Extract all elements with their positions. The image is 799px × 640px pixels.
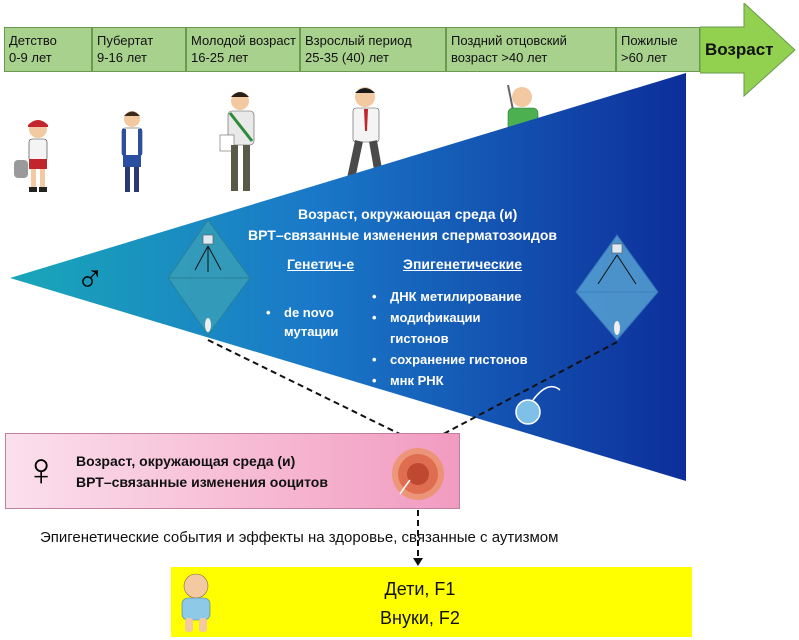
stage-childhood: Детство 0-9 лет <box>4 27 92 72</box>
stage-range: 0-9 лет <box>9 50 52 65</box>
teen-figure-icon <box>121 111 143 192</box>
stage-range: >60 лет <box>621 50 668 65</box>
stage-range: возраст >40 лет <box>451 50 548 65</box>
oocyte-line1: Возраст, окружающая среда (и) <box>76 453 296 469</box>
stage-range: 9-16 лет <box>97 50 147 65</box>
young-man-figure-icon <box>219 92 255 191</box>
offspring-box <box>171 567 692 637</box>
stage-range: 16-25 лет <box>191 50 249 65</box>
child-figure-icon <box>14 120 48 192</box>
stage-name: Пожилые <box>621 33 678 48</box>
stage-young-adult: Молодой возраст 16-25 лет <box>186 27 300 72</box>
oocyte-line2: ВРТ–связанные изменения ооцитов <box>76 474 328 490</box>
stage-range: 25-35 (40) лет <box>305 50 389 65</box>
oocyte-cell-icon <box>392 448 444 500</box>
sperm-title-line2: ВРТ–связанные изменения сперматозоидов <box>248 227 558 243</box>
stage-name: Молодой возраст <box>191 33 297 48</box>
stage-name: Поздний отцовский <box>451 33 567 48</box>
list-item: гистонов <box>390 331 449 346</box>
offspring-line1: Дети, F1 <box>384 579 456 599</box>
stage-name: Взрослый период <box>305 33 412 48</box>
sperm-cell-icon <box>515 385 561 425</box>
stage-name: Пубертат <box>97 33 154 48</box>
female-symbol-icon: ♀ <box>24 443 59 495</box>
age-axis-label: Возраст <box>705 40 774 59</box>
offspring-text: Дети, F1 Внуки, F2 <box>370 575 470 633</box>
epigenetic-heading: Эпигенетические <box>403 256 523 272</box>
genetic-heading: Генетич-е <box>287 256 355 272</box>
male-symbol-icon: ♂ <box>76 257 105 299</box>
sperm-title-line1: Возраст, окружающая среда (и) <box>298 206 518 222</box>
genetic-list: •de novo мутации <box>266 305 339 339</box>
stage-puberty: Пубертат 9-16 лет <box>92 27 186 72</box>
pyramid-left-icon <box>167 219 251 336</box>
baby-icon <box>181 573 211 632</box>
list-item: модификации <box>390 310 481 325</box>
oocyte-box: ♀ Возраст, окружающая среда (и) ВРТ–связ… <box>5 433 460 509</box>
pyramid-right-icon <box>575 234 659 341</box>
stage-name: Детство <box>9 33 57 48</box>
list-item: мутации <box>284 324 339 339</box>
consequence-text: Эпигенетические события и эффекты на здо… <box>40 529 559 546</box>
stage-adult: Взрослый период 25-35 (40) лет <box>300 27 446 72</box>
stage-elderly: Пожилые >60 лет <box>616 27 700 72</box>
epigenetic-list: •ДНК метилирование •модификации гистонов… <box>372 286 528 391</box>
age-arrow-icon <box>700 3 796 97</box>
list-item: de novo <box>284 305 334 320</box>
oocyte-text: Возраст, окружающая среда (и) ВРТ–связан… <box>76 451 328 493</box>
stage-late-paternal: Поздний отцовский возраст >40 лет <box>446 27 616 72</box>
list-item: сохранение гистонов <box>390 352 528 367</box>
list-item: мнк РНК <box>390 373 444 388</box>
offspring-line2: Внуки, F2 <box>380 608 460 628</box>
list-item: ДНК метилирование <box>390 289 522 304</box>
